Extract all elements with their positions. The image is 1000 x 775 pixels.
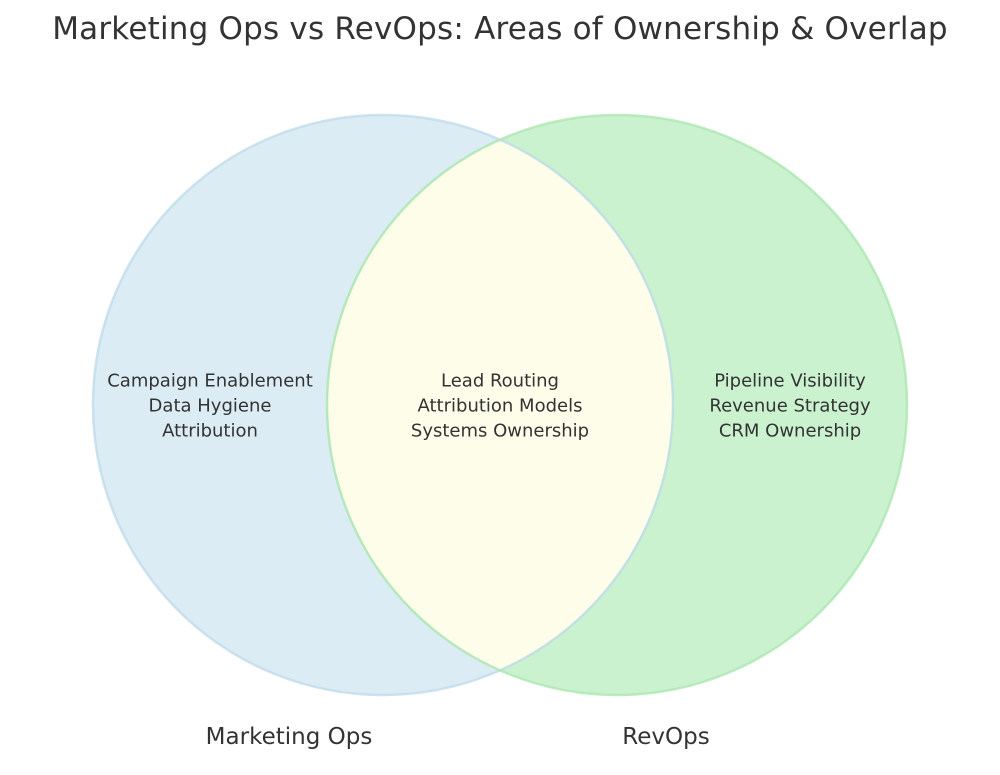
region-item: Revenue Strategy [709, 395, 871, 417]
region-item: Attribution [162, 420, 258, 442]
region-item: Systems Ownership [410, 420, 590, 442]
page-title: Marketing Ops vs RevOps: Areas of Owners… [52, 11, 948, 47]
left-region-items: Campaign Enablement Data Hygiene Attribu… [107, 369, 313, 444]
region-item: Attribution Models [417, 395, 583, 417]
region-item: Lead Routing [441, 370, 559, 392]
right-circle-outline [325, 113, 909, 697]
right-set-label: RevOps [622, 724, 710, 750]
overlap-region [327, 140, 673, 670]
region-item: Pipeline Visibility [714, 370, 866, 392]
right-region-items: Pipeline Visibility Revenue Strategy CRM… [709, 369, 870, 444]
region-item: CRM Ownership [718, 420, 862, 442]
left-set-label: Marketing Ops [205, 724, 373, 750]
left-circle-outline [91, 113, 675, 697]
overlap-region-items: Lead Routing Attribution Models Systems … [411, 369, 589, 444]
region-item: Campaign Enablement [107, 370, 313, 392]
region-item: Data Hygiene [148, 395, 272, 417]
